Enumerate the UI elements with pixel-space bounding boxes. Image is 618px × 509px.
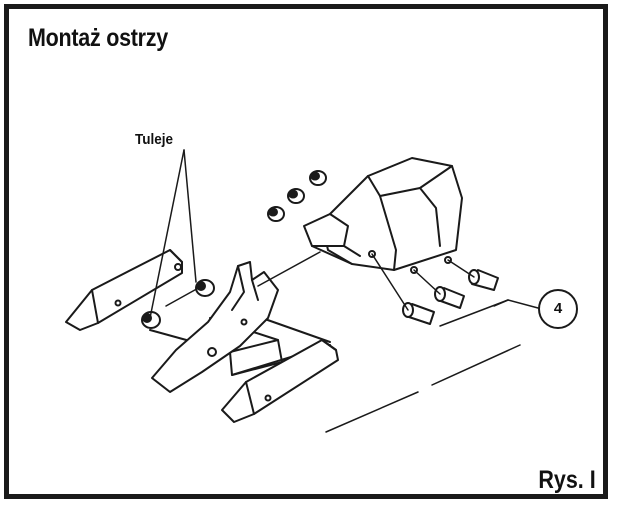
center-forked-blade	[151, 261, 279, 393]
bolt-leader-lines	[439, 299, 539, 327]
bolt-2	[434, 286, 465, 309]
bolt-1	[468, 269, 499, 291]
alignment-lines	[149, 149, 521, 433]
bushings-label: Tuleje	[135, 131, 174, 148]
bolts-callout-circle: 4	[538, 289, 578, 329]
figure-frame	[4, 4, 608, 499]
nut-top-1	[309, 170, 327, 186]
right-blade-plate	[221, 339, 339, 423]
figure-title: Montaż ostrzy	[28, 24, 168, 52]
bushing-lower	[141, 311, 161, 329]
bolt-3	[402, 302, 435, 325]
nut-top-2	[287, 188, 305, 204]
figure-label: Rys. I	[538, 466, 596, 494]
tooth-adapter	[303, 157, 463, 274]
nut-top-3	[267, 206, 285, 222]
left-blade-plate	[65, 249, 183, 331]
